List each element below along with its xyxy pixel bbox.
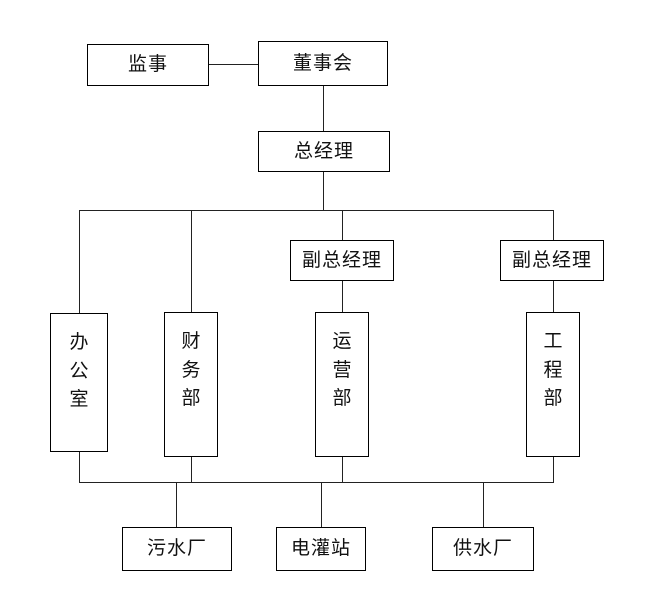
node-deputy-general-manager-2[interactable]: 副总经理 xyxy=(500,240,604,281)
node-irrigation-station-label: 电灌站 xyxy=(290,537,351,560)
node-office-label: 办公室 xyxy=(69,331,89,410)
node-water-supply-plant[interactable]: 供水厂 xyxy=(432,527,534,571)
connector-board-to-gm xyxy=(323,86,324,131)
node-operations-department[interactable]: 运营部 xyxy=(315,312,369,457)
connector-lower-bus-drop-water xyxy=(483,482,484,527)
connector-bus-drop-finance xyxy=(191,210,192,312)
connector-main-bus xyxy=(79,210,554,211)
node-office[interactable]: 办公室 xyxy=(50,313,108,452)
node-operations-department-label: 运营部 xyxy=(332,330,352,409)
connector-bus-drop-deputy-2 xyxy=(553,210,554,240)
node-general-manager-label: 总经理 xyxy=(293,139,354,162)
node-sewage-plant-label: 污水厂 xyxy=(146,537,207,560)
connector-bus-drop-office xyxy=(79,210,80,313)
connector-gm-stem xyxy=(323,172,324,210)
node-water-supply-plant-label: 供水厂 xyxy=(452,537,513,560)
connector-office-to-lower-bus xyxy=(79,452,80,483)
node-deputy-general-manager-2-label: 副总经理 xyxy=(511,248,592,271)
connector-operations-to-lower-bus xyxy=(342,457,343,483)
node-sewage-plant[interactable]: 污水厂 xyxy=(122,527,232,571)
node-deputy-general-manager-1-label: 副总经理 xyxy=(301,248,382,271)
connector-finance-to-lower-bus xyxy=(191,457,192,483)
connector-engineering-to-lower-bus xyxy=(553,457,554,483)
connector-deputy1-to-operations xyxy=(342,281,343,312)
connector-lower-bus-drop-sewage xyxy=(176,482,177,527)
connector-bus-drop-deputy-1 xyxy=(342,210,343,240)
connector-supervisor-to-board xyxy=(209,64,258,65)
node-engineering-department[interactable]: 工程部 xyxy=(526,312,580,457)
node-engineering-department-label: 工程部 xyxy=(543,330,563,409)
node-supervisor[interactable]: 监事 xyxy=(87,44,209,86)
node-board-of-directors[interactable]: 董事会 xyxy=(258,41,388,86)
node-finance-department[interactable]: 财务部 xyxy=(164,312,218,457)
node-finance-department-label: 财务部 xyxy=(181,330,201,409)
node-board-of-directors-label: 董事会 xyxy=(292,51,353,74)
connector-lower-bus xyxy=(79,482,554,483)
node-general-manager[interactable]: 总经理 xyxy=(258,131,390,172)
node-irrigation-station[interactable]: 电灌站 xyxy=(276,527,366,571)
node-deputy-general-manager-1[interactable]: 副总经理 xyxy=(290,240,394,281)
node-supervisor-label: 监事 xyxy=(127,53,168,76)
connector-deputy2-to-engineering xyxy=(553,281,554,312)
connector-lower-bus-drop-irrigation xyxy=(321,482,322,527)
